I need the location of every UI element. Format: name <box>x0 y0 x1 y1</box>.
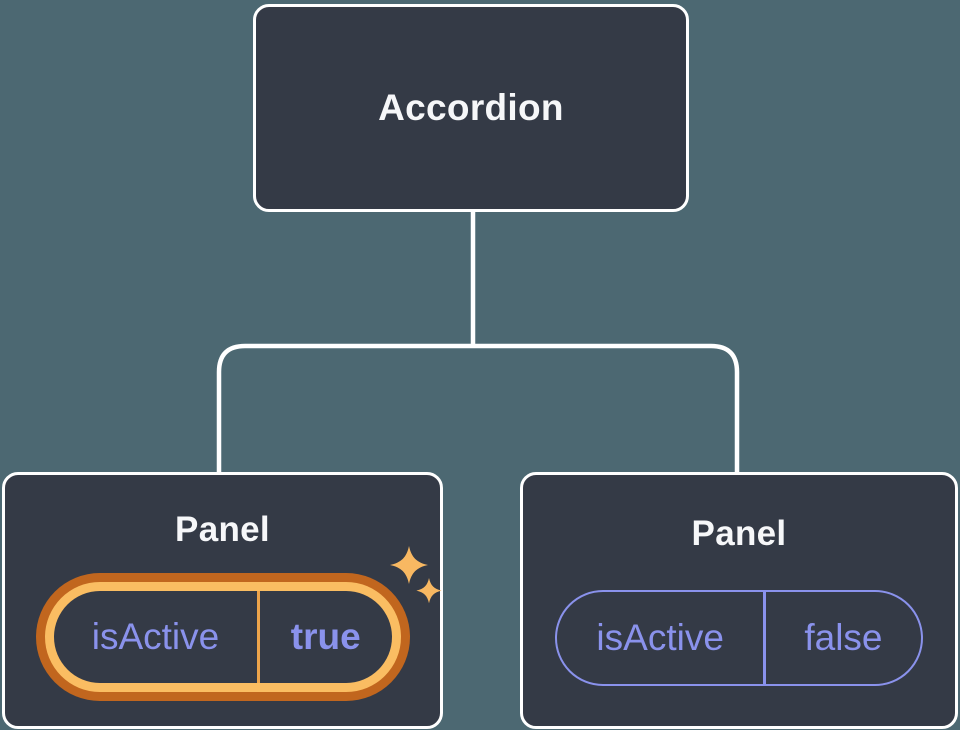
state-pill-highlight-ring: isActive true <box>35 573 410 701</box>
connector-bracket <box>216 343 740 472</box>
state-value-label: true <box>290 616 361 657</box>
state-key-label: isActive <box>91 616 220 657</box>
panel-node-label: Panel <box>691 514 787 553</box>
panel-node-label: Panel <box>175 510 270 549</box>
sparkle-icon-large <box>390 546 428 584</box>
state-key-label: isActive <box>596 617 724 658</box>
pill-divider <box>763 592 766 684</box>
state-value-label: false <box>804 617 883 658</box>
pill-divider <box>257 591 260 683</box>
state-pill-highlight-ring-inner: isActive true <box>44 582 401 692</box>
state-pill-active: isActive true <box>53 591 392 683</box>
state-pill-inactive: isActive false <box>555 590 923 686</box>
component-node-panel-active: Panel isActive true <box>2 472 443 729</box>
component-node-panel-inactive: Panel isActive false <box>520 472 958 729</box>
sparkle-icon-small <box>416 578 442 604</box>
accordion-node-label: Accordion <box>378 87 564 128</box>
component-node-accordion: Accordion <box>253 4 689 212</box>
